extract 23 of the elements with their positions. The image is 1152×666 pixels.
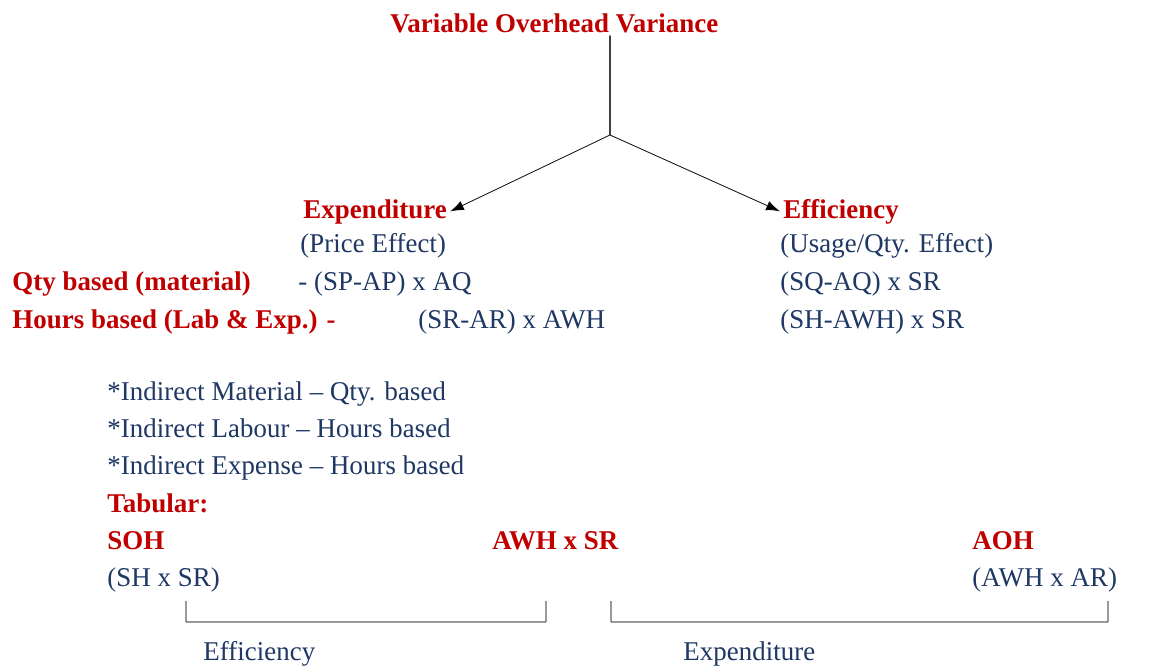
bracket-label: Efficiency [204, 641, 316, 666]
formula-text: (SR-AR) x AWH [419, 309, 605, 334]
note-text: *Indirect Expense – Hours based [108, 455, 464, 480]
branch-heading: Expenditure [303, 199, 447, 224]
note-text: (Price Effect) [301, 233, 445, 258]
bracket-label: Expenditure [684, 641, 815, 666]
note-text: *Indirect Material – Qty. based [108, 381, 446, 406]
column-heading: AOH [972, 531, 1034, 550]
column-heading: AWH x SR [492, 531, 619, 550]
heading: Variable Overhead Variance [390, 13, 718, 33]
section-heading: Tabular: [107, 493, 206, 513]
formula-text: (SH x SR) [108, 567, 219, 592]
note-text: (Usage/Qty. Effect) [781, 233, 992, 258]
row-label: Qty based (material) [13, 271, 250, 296]
formula-text: (SH-AWH) x SR [781, 309, 964, 334]
formula-text: (SQ-AQ) x SR [781, 271, 941, 296]
arrow [609, 35, 779, 211]
branch-heading: Efficiency [783, 199, 899, 224]
column-heading: SOH [108, 531, 164, 550]
formula-text: - (SP-AP) x AQ [299, 271, 471, 296]
note-text: *Indirect Labour – Hours based [108, 418, 451, 438]
formula-text: (AWH x AR) [973, 567, 1116, 592]
row-label: Hours based (Lab & Exp.) - [12, 309, 335, 334]
